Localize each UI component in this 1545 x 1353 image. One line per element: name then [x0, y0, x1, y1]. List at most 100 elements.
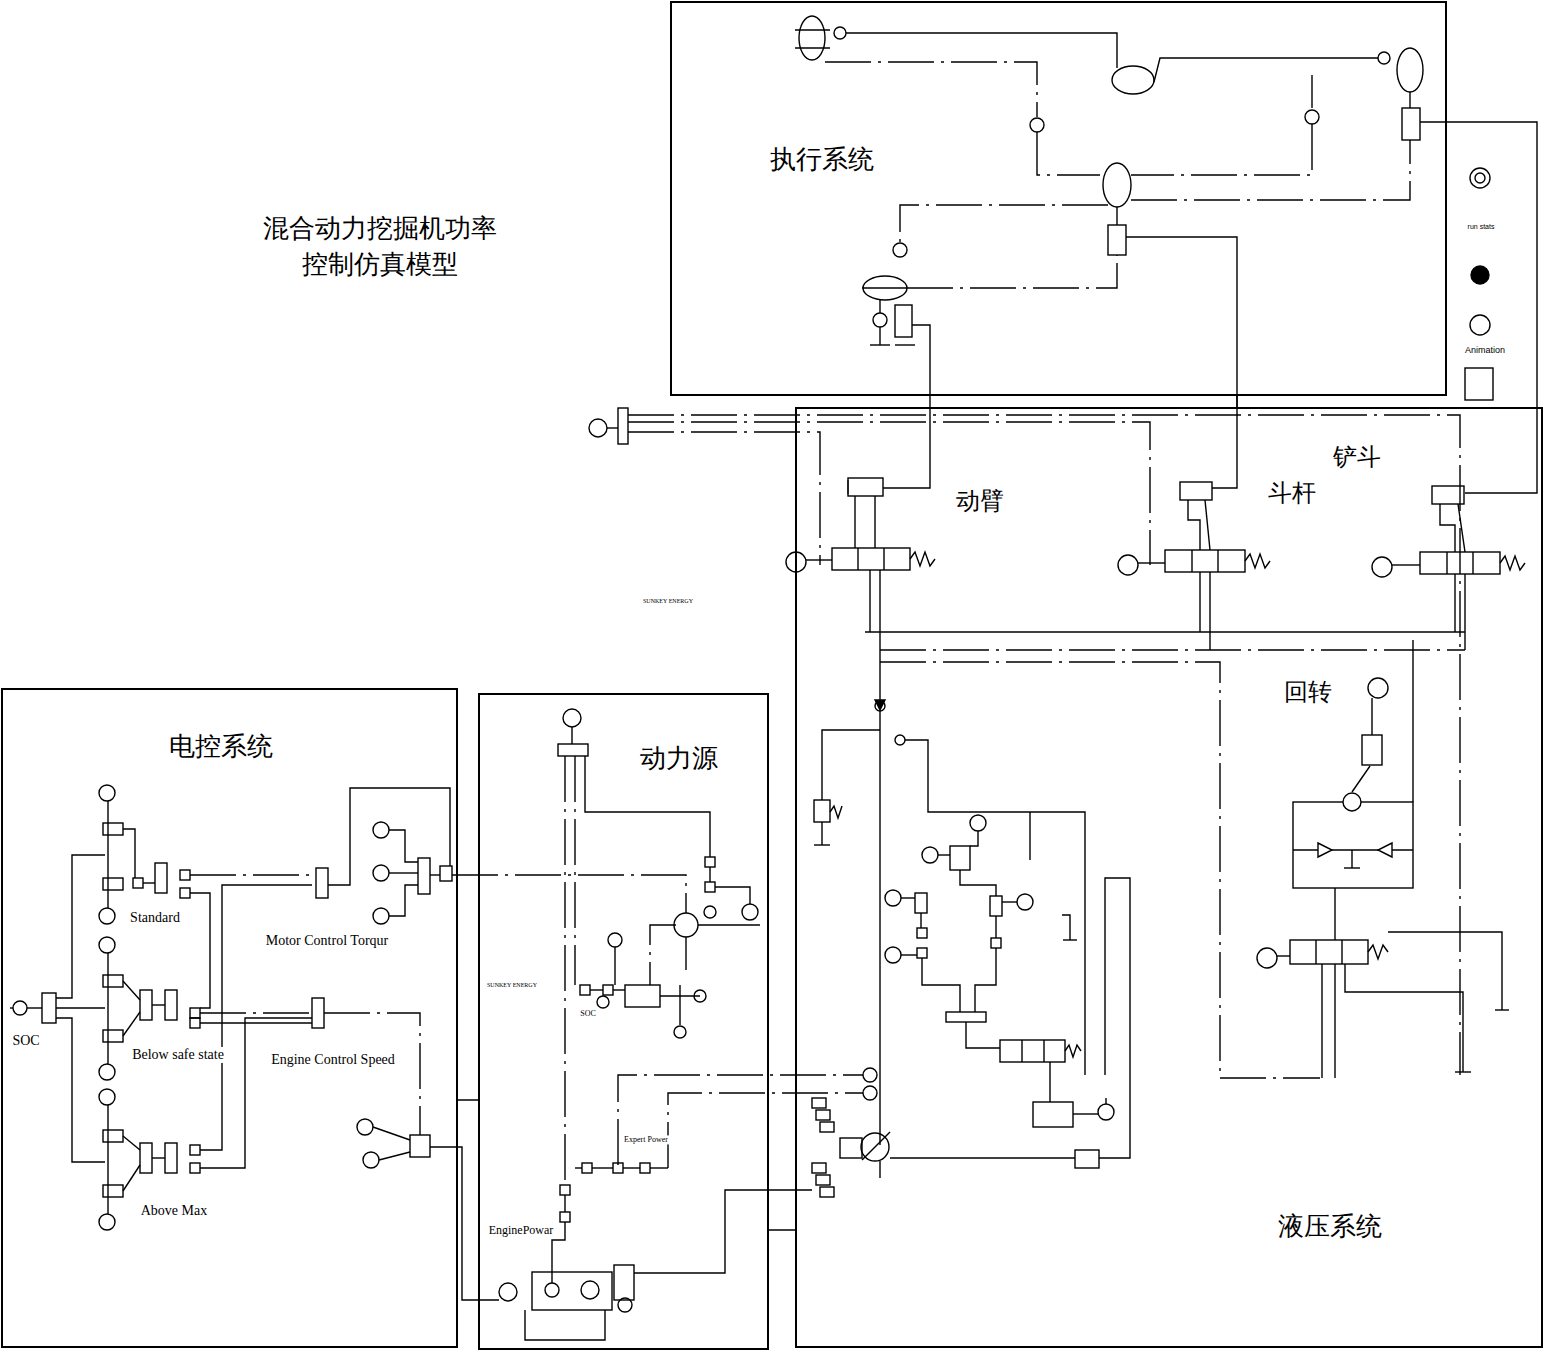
rect-symbol — [917, 948, 927, 958]
polyline-symbol — [890, 1157, 1075, 1158]
rect-symbol — [165, 990, 177, 1020]
rect-symbol — [1290, 940, 1368, 964]
rect-symbol — [1180, 482, 1212, 500]
line-symbol — [814, 844, 830, 845]
rect-symbol — [915, 893, 927, 913]
line-symbol — [1351, 850, 1352, 868]
polyline-symbol — [995, 916, 996, 938]
rect-symbol — [705, 857, 715, 867]
circle-symbol — [1378, 52, 1390, 64]
polyline-symbol — [123, 981, 140, 1000]
rect-symbol — [895, 305, 912, 337]
line-symbol — [806, 559, 832, 560]
polyline-symbol — [123, 1012, 140, 1036]
polyline-symbol — [880, 649, 1465, 650]
rect-symbol — [946, 1012, 986, 1022]
system-link — [1236, 396, 1238, 407]
line-symbol — [1043, 1040, 1044, 1062]
rect-symbol — [103, 878, 123, 890]
rect-symbol — [190, 1145, 200, 1155]
rect-symbol — [840, 1138, 862, 1158]
polyline-symbol — [575, 1167, 582, 1168]
circle-symbol — [922, 847, 938, 863]
rect-symbol — [190, 1018, 200, 1028]
polyline-symbol — [1062, 915, 1070, 940]
polyline-symbol — [628, 432, 820, 565]
circle-symbol — [674, 1026, 686, 1038]
polyline-symbol — [822, 730, 880, 800]
polygon-symbol — [1318, 843, 1332, 857]
rect-symbol — [103, 1130, 123, 1142]
line-symbol — [862, 1132, 890, 1160]
rect-symbol — [190, 1163, 200, 1173]
polyline-symbol — [389, 872, 418, 873]
circle-symbol — [970, 815, 986, 831]
polyline-symbol — [938, 854, 950, 855]
rect-symbol — [440, 866, 452, 881]
polyline-symbol — [854, 496, 855, 548]
line-symbol — [795, 29, 830, 30]
polyline-symbol — [960, 870, 996, 896]
line-symbol — [879, 1161, 880, 1178]
circle-symbol — [373, 822, 389, 838]
rect-symbol — [558, 744, 588, 756]
polyline-symbol — [634, 1190, 812, 1273]
circle-symbol — [1470, 168, 1490, 188]
line-symbol — [865, 631, 1465, 632]
polyline-symbol — [618, 1075, 863, 1165]
rect-symbol — [917, 928, 927, 938]
part-label: Standard — [128, 910, 182, 926]
polyline-symbol — [190, 893, 210, 1008]
polyline-symbol — [1345, 964, 1463, 1072]
polyline-symbol — [328, 788, 450, 885]
circle-symbol — [895, 735, 905, 745]
rect-symbol — [1108, 225, 1126, 255]
circle-symbol — [1118, 555, 1138, 575]
rect-symbol — [103, 1185, 123, 1197]
region-heading: 液压系统 — [1278, 1211, 1382, 1242]
region-heading: 电控系统 — [169, 731, 273, 762]
polyline-symbol — [830, 806, 842, 818]
line-symbol — [795, 47, 830, 48]
polyline-symbol — [1321, 964, 1322, 1078]
part-label: Engine Control Speed — [269, 1052, 397, 1068]
circle-symbol — [373, 865, 389, 881]
polyline-symbol — [1029, 812, 1030, 860]
rect-symbol — [140, 990, 152, 1020]
rect-symbol — [1033, 1102, 1073, 1127]
circle-symbol — [1305, 110, 1319, 124]
rect-symbol — [190, 1008, 200, 1018]
rect-symbol — [1165, 550, 1245, 572]
rect-symbol — [991, 938, 1001, 948]
rect-symbol — [582, 1163, 592, 1173]
rect-symbol — [165, 1143, 177, 1173]
polyline-symbol — [1037, 132, 1100, 175]
circle-symbol — [99, 1089, 115, 1105]
polygon-symbol — [1378, 843, 1392, 857]
polyline-symbol — [324, 1013, 420, 1135]
rect-symbol — [832, 548, 910, 570]
polyline-symbol — [1131, 140, 1410, 200]
polygon-symbol — [875, 700, 885, 710]
polyline-symbol — [389, 885, 418, 916]
rect-symbol — [1465, 368, 1493, 400]
polyline-symbol — [452, 875, 686, 913]
rect-symbol — [560, 1185, 570, 1195]
rect-symbol — [1000, 1040, 1065, 1062]
circle-symbol — [357, 1119, 373, 1135]
line-symbol — [10, 1007, 13, 1008]
rect-symbol — [312, 998, 324, 1028]
polyline-symbol — [825, 62, 1037, 117]
polyline-symbol — [56, 1007, 105, 1008]
part-label: EnginePowar — [487, 1224, 556, 1238]
polyline-symbol — [613, 989, 625, 990]
polyline-symbol — [880, 662, 1320, 1078]
polyline-symbol — [650, 1167, 668, 1168]
line-symbol — [857, 548, 858, 570]
polyline-symbol — [874, 496, 875, 548]
diagram-title: 混合动力挖掘机功率 控制仿真模型 — [250, 210, 510, 283]
polyline-symbol — [966, 1022, 1000, 1048]
polyline-symbol — [920, 913, 921, 928]
circle-symbol — [99, 1214, 115, 1230]
